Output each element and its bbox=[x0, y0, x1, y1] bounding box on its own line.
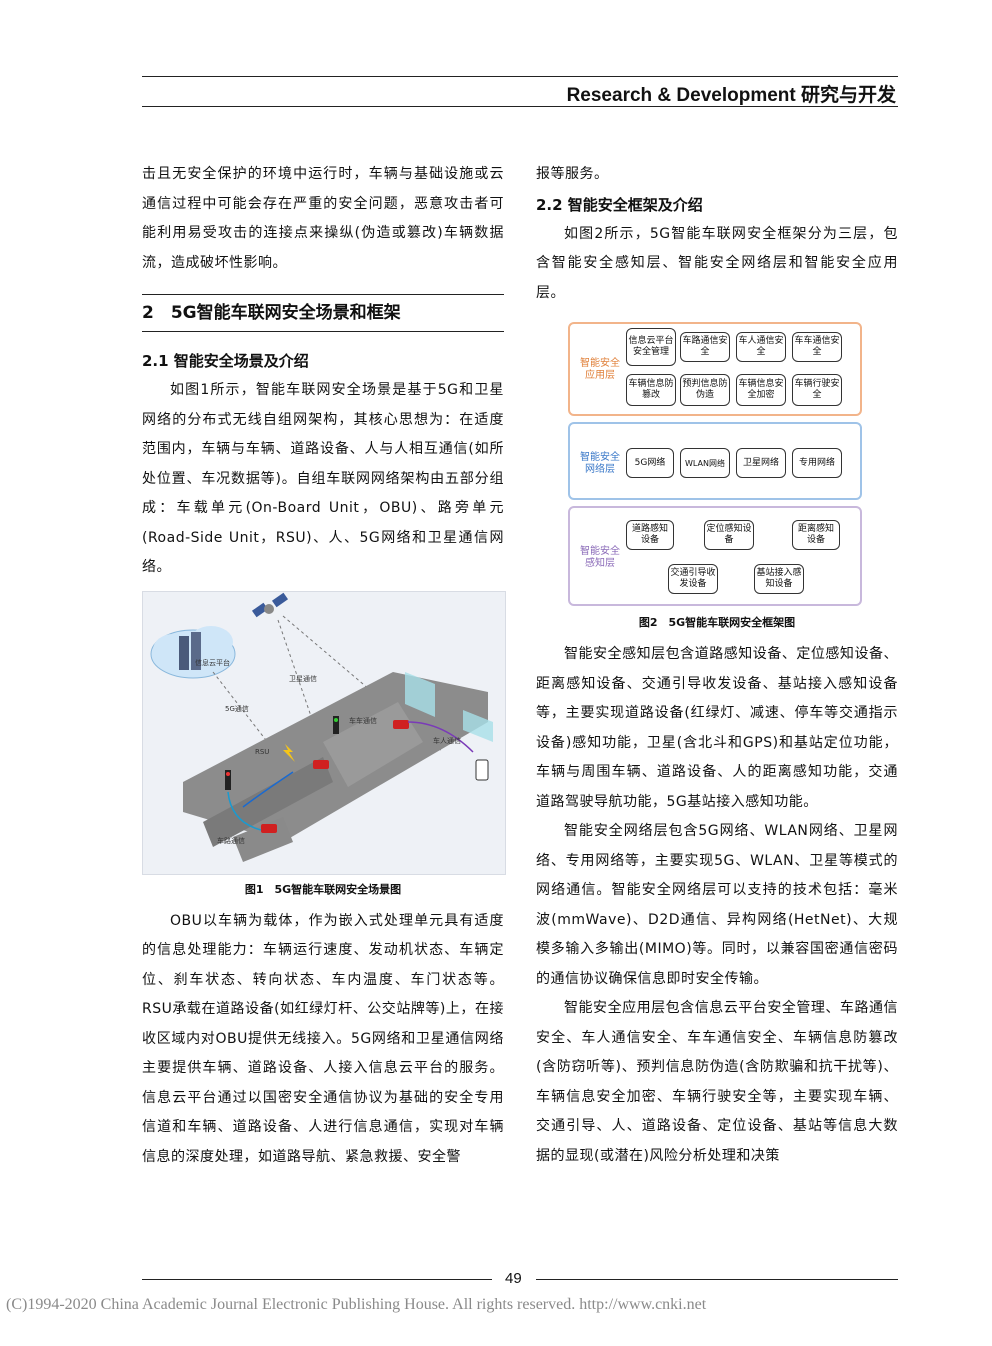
sense-box-distance: 距离感知设备 bbox=[792, 520, 840, 550]
server-icon bbox=[179, 635, 189, 670]
traffic-light-icon bbox=[225, 769, 231, 790]
net-box-5g: 5G网络 bbox=[626, 448, 674, 478]
net-box-satellite: 卫星网络 bbox=[736, 448, 786, 478]
fig1-label-rsu: RSU bbox=[255, 747, 270, 756]
section-heading-rule-bottom bbox=[142, 331, 504, 332]
subsection-heading-2-1: 2.1 智能安全场景及介绍 bbox=[142, 352, 309, 370]
figure-1-caption: 图1 5G智能车联网安全场景图 bbox=[244, 882, 402, 896]
layer-sensing: 智能安全感知层 bbox=[568, 506, 862, 606]
layer-label-application: 智能安全应用层 bbox=[580, 358, 620, 381]
figure-1-illustration bbox=[150, 592, 493, 862]
left-paragraph-2: 如图1所示，智能车联网安全场景是基于5G和卫星网络的分布式无线自组网架构，其核心… bbox=[142, 382, 504, 575]
journal-column-title: Research & Development 研究与开发 bbox=[566, 85, 896, 106]
left-paragraph-1: 击且无安全保护的环境中运行时，车辆与基础设施或云通信过程中可能会存在严重的安全问… bbox=[142, 166, 504, 271]
right-paragraph-4: 智能安全应用层包含信息云平台安全管理、车路通信安全、车人通信安全、车车通信安全、… bbox=[536, 1000, 898, 1164]
app-box-6: 预判信息防伪造 bbox=[680, 374, 730, 406]
fig1-label-v2v: 车车通信 bbox=[349, 716, 377, 725]
figure-1-scene: 信息云平台 卫星通信 5G通信 RSU 车车通信 车人通信 车路通信 bbox=[142, 590, 506, 875]
app-box-3: 车人通信安全 bbox=[736, 332, 786, 362]
subsection-heading-2-2: 2.2 智能安全框架及介绍 bbox=[536, 195, 703, 214]
section-heading: 2 5G智能车联网安全场景和框架 bbox=[142, 303, 401, 323]
car-icon bbox=[313, 759, 329, 769]
footer-rule-right bbox=[536, 1279, 898, 1280]
sense-box-road: 道路感知设备 bbox=[626, 520, 674, 550]
copyright-notice: (C)1994-2020 China Academic Journal Elec… bbox=[6, 1296, 707, 1313]
app-box-4: 车车通信安全 bbox=[792, 332, 842, 362]
fig1-label-5g: 5G通信 bbox=[225, 704, 249, 713]
phone-icon bbox=[475, 759, 489, 780]
app-box-8: 车辆行驶安全 bbox=[792, 374, 842, 406]
sense-box-location: 定位感知设备 bbox=[704, 520, 754, 550]
left-column: 击且无安全保护的环境中运行时，车辆与基础设施或云通信过程中可能会存在严重的安全问… bbox=[142, 160, 506, 1172]
fig1-label-satellite: 卫星通信 bbox=[289, 674, 317, 683]
app-box-5: 车辆信息防篡改 bbox=[626, 374, 676, 406]
satellite-icon bbox=[251, 592, 289, 617]
header-top-rule bbox=[142, 76, 898, 77]
net-box-wlan: WLAN网络 bbox=[680, 448, 730, 478]
sense-box-basestation: 基站接入感知设备 bbox=[754, 564, 804, 594]
fig1-label-v2p: 车人通信 bbox=[433, 736, 461, 745]
layer-network: 智能安全网络层 bbox=[568, 422, 862, 500]
right-column: 报等服务。 2.2 智能安全框架及介绍 如图2所示，5G智能车联网安全框架分为三… bbox=[536, 160, 898, 1171]
figure-2-caption: 图2 5G智能车联网安全框架图 bbox=[638, 616, 796, 629]
fig1-label-v2r: 车路通信 bbox=[217, 836, 245, 845]
app-box-1: 信息云平台安全管理 bbox=[626, 328, 676, 366]
section-heading-rule-top bbox=[142, 294, 504, 295]
right-paragraph-1: 如图2所示，5G智能车联网安全框架分为三层，包含智能安全感知层、智能安全网络层和… bbox=[536, 225, 898, 301]
header-bottom-rule bbox=[142, 106, 898, 107]
net-box-private: 专用网络 bbox=[792, 448, 842, 478]
layer-label-sensing: 智能安全感知层 bbox=[580, 546, 620, 569]
footer-rule-left bbox=[142, 1279, 492, 1280]
layer-label-network: 智能安全网络层 bbox=[580, 452, 620, 475]
app-box-2: 车路通信安全 bbox=[680, 332, 730, 362]
app-box-7: 车辆信息安全加密 bbox=[736, 374, 786, 406]
right-paragraph-2: 智能安全感知层包含道路感知设备、定位感知设备、距离感知设备、交通引导收发设备、基… bbox=[536, 646, 898, 810]
layer-application: 智能安全应用层 bbox=[568, 322, 862, 416]
right-paragraph-3: 智能安全网络层包含5G网络、WLAN网络、卫星网络、专用网络等，主要实现5G、W… bbox=[536, 823, 898, 987]
sense-box-traffic: 交通引导收发设备 bbox=[668, 564, 718, 594]
fig1-label-cloud: 信息云平台 bbox=[195, 658, 230, 667]
right-paragraph-0: 报等服务。 bbox=[536, 166, 609, 182]
page-number: 49 bbox=[505, 1270, 522, 1287]
left-paragraph-3: OBU以车辆为载体，作为嵌入式处理单元具有适度的信息处理能力：车辆运行速度、发动… bbox=[142, 912, 504, 1165]
figure-2-framework: 智能安全应用层 信息云平台安全管理 车路通信安全 车人通信安全 车车通信安全 车… bbox=[568, 322, 864, 608]
